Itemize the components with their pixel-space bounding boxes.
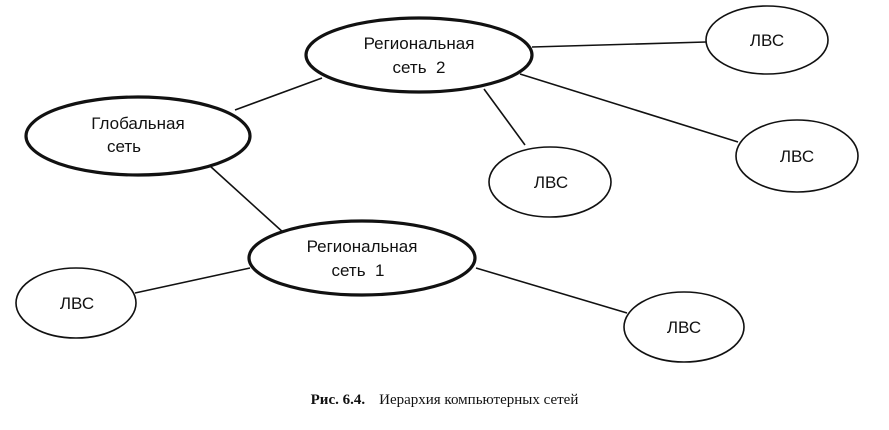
node-lan-right-label: ЛВС — [780, 147, 814, 166]
node-lan-mid: ЛВС — [488, 146, 612, 218]
node-lan-top-right: ЛВС — [705, 5, 829, 75]
node-global-network-line2: сеть — [107, 137, 141, 156]
edge-regional2-lan-top-right — [531, 41, 707, 48]
figure-caption: Рис. 6.4. Иерархия компьютерных сетей — [0, 392, 889, 409]
node-regional-network-1-line1: Региональная — [307, 237, 418, 256]
edge-global-regional2 — [234, 77, 323, 111]
node-regional-network-2: Региональная сеть 2 — [304, 16, 534, 94]
edge-regional2-lan-mid — [483, 88, 526, 146]
node-global-network-line1: Глобальная — [91, 114, 184, 133]
node-lan-mid-label: ЛВС — [534, 173, 568, 192]
connector-lines — [134, 41, 739, 314]
node-lan-right: ЛВС — [735, 119, 859, 193]
node-global-network: Глобальная сеть — [24, 95, 252, 177]
node-regional-network-1: Региональная сеть 1 — [247, 219, 477, 297]
node-lan-left-label: ЛВС — [60, 294, 94, 313]
node-lan-left: ЛВС — [15, 267, 137, 339]
edge-regional1-lan-left — [134, 267, 251, 294]
edge-regional2-lan-right — [519, 73, 739, 143]
node-lan-bottom-right-label: ЛВС — [667, 318, 701, 337]
node-lan-bottom-right: ЛВС — [623, 291, 745, 363]
node-regional-network-2-line1: Региональная — [364, 34, 475, 53]
node-regional-network-2-line2: сеть 2 — [393, 58, 446, 77]
node-lan-top-right-label: ЛВС — [750, 31, 784, 50]
figure-number: Рис. 6.4. — [310, 392, 366, 408]
node-regional-network-1-line2: сеть 1 — [332, 261, 385, 280]
edge-global-regional1 — [209, 165, 286, 235]
figure-title: Иерархия компьютерных сетей — [379, 392, 579, 408]
edge-regional1-lan-bottom-right — [475, 267, 628, 314]
